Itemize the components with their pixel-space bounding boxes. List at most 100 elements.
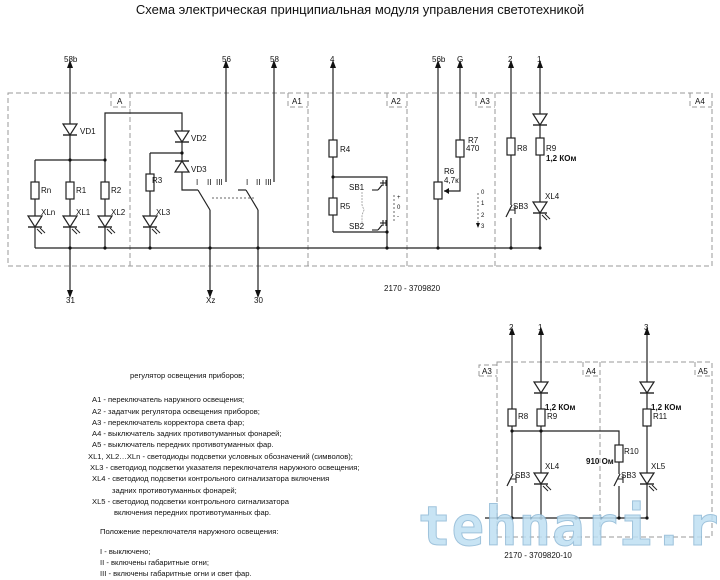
legend-item: XL5 - светодиод подсветки контрольного с… [92,496,289,506]
led-icon [141,215,161,235]
value-r11-bottom: 1,2 КОм [651,403,681,412]
legend-position: I - выключено; [100,546,151,556]
legend-position: III - включены габаритные огни и свет фа… [100,569,252,579]
bottom-components [506,327,658,520]
label-xl2: XL2 [111,208,126,217]
junction-dot [68,246,72,250]
label-vd3: VD3 [191,165,207,174]
label-r1: R1 [76,186,87,195]
led-icon [638,472,658,492]
pin-30: 30 [254,296,263,305]
legend-item: XL1, XL2…XLn - светодиоды подсветки усло… [88,451,353,461]
label-r4: R4 [340,145,351,154]
led-icon [532,472,552,492]
legend: регулятор освещения приборов; А1 - перек… [88,370,359,580]
arrow-up-icon [223,60,229,68]
part-number-bottom: 2170 - 3709820-10 [504,551,572,560]
label-vd2: VD2 [191,134,207,143]
arrow-down-icon [67,290,73,298]
bottom-block-frames [478,361,713,538]
a3-scale-arrow-icon [476,223,480,228]
legend-item: А3 - переключатель корректора света фар; [92,417,245,427]
legend-item: включения передних противотуманных фар. [114,508,272,518]
pin-56: 56 [222,55,231,64]
label-xl3: XL3 [156,208,171,217]
diode-icon [532,381,550,395]
junction-dot [539,516,543,520]
label-xl4-bottom: XL4 [545,462,560,471]
pushbutton-switch-icon [613,473,624,487]
resistor-icon [65,181,75,200]
junction-dot [103,246,107,250]
label-r9-bottom: R9 [547,412,558,421]
label-xl1: XL1 [76,208,91,217]
resistor-icon [506,137,516,156]
label-r9: R9 [546,144,557,153]
a3-scale-2: 2 [481,213,485,219]
block-label-a1: A1 [292,97,302,106]
switch1-pos-3: III [216,178,223,187]
resistor-icon [30,181,40,200]
top-block-frames [7,92,713,267]
legend-item: А1 - переключатель наружного освещения; [92,395,245,405]
junction-dot [68,158,72,162]
a3-scale-1: 1 [481,201,485,207]
value-r7: 470 [466,144,480,153]
junction-dot [385,246,389,250]
label-sb3b-bottom: SB3 [621,471,637,480]
diode-icon [61,123,79,137]
junction-dot [645,516,649,520]
label-r5: R5 [340,202,351,211]
label-sb3a-bottom: SB3 [515,471,531,480]
arrow-up-icon [271,60,277,68]
diode-icon [173,130,191,144]
label-vd1: VD1 [80,127,96,136]
diode-icon [531,113,549,127]
pin-3-bottom: 3 [644,323,649,332]
switch1-pos-2: II [207,178,211,187]
part-number-top: 2170 - 3709820 [384,284,441,293]
label-xl4: XL4 [545,192,560,201]
label-xln: XLn [41,208,55,217]
legend-intro: регулятор освещения приборов; [130,371,245,380]
pin-4: 4 [330,55,335,64]
pin-xz: Xz [206,296,215,305]
led-icon [26,215,46,235]
block-label-a4: A4 [695,97,705,106]
arrow-up-icon [457,60,463,68]
junction-dot [574,516,578,520]
label-r8: R8 [517,144,528,153]
a2-scale-zero: 0 [397,205,401,211]
top-components [26,60,551,298]
button-contact-icon [372,180,387,191]
value-r10-bottom: 910 Ом [586,457,614,466]
resistor-icon [100,181,110,200]
label-sb1: SB1 [349,183,365,192]
label-sb3: SB3 [513,202,529,211]
arrow-down-icon [207,290,213,298]
switch2-pos-3: III [265,178,272,187]
label-r11-bottom: R11 [653,412,668,421]
junction-dot [385,230,389,234]
arrow-up-icon [509,327,515,335]
junction-dot [538,246,542,250]
junction-dot [436,246,440,250]
top-wires [34,68,541,290]
resistor-icon [328,139,338,158]
arrow-up-icon [537,60,543,68]
label-sb2: SB2 [349,222,365,231]
pin-1: 1 [537,55,542,64]
block-label-a: A [117,97,123,106]
diagram-title: Схема электрическая принципиальная модул… [136,2,584,17]
resistor-icon [328,197,338,216]
junction-dot [510,516,514,520]
resistor-icon [507,408,517,427]
label-xl5-bottom: XL5 [651,462,666,471]
watermark: tehnari.ru [417,495,720,558]
arrow-up-icon [538,327,544,335]
switch1-pos-1: I [196,178,198,187]
legend-position: II - включены габаритные огни; [100,558,210,568]
value-r9-bottom: 1,2 КОм [545,403,575,412]
potentiometer-wiper-icon [444,188,449,194]
junction-dot [180,151,184,155]
